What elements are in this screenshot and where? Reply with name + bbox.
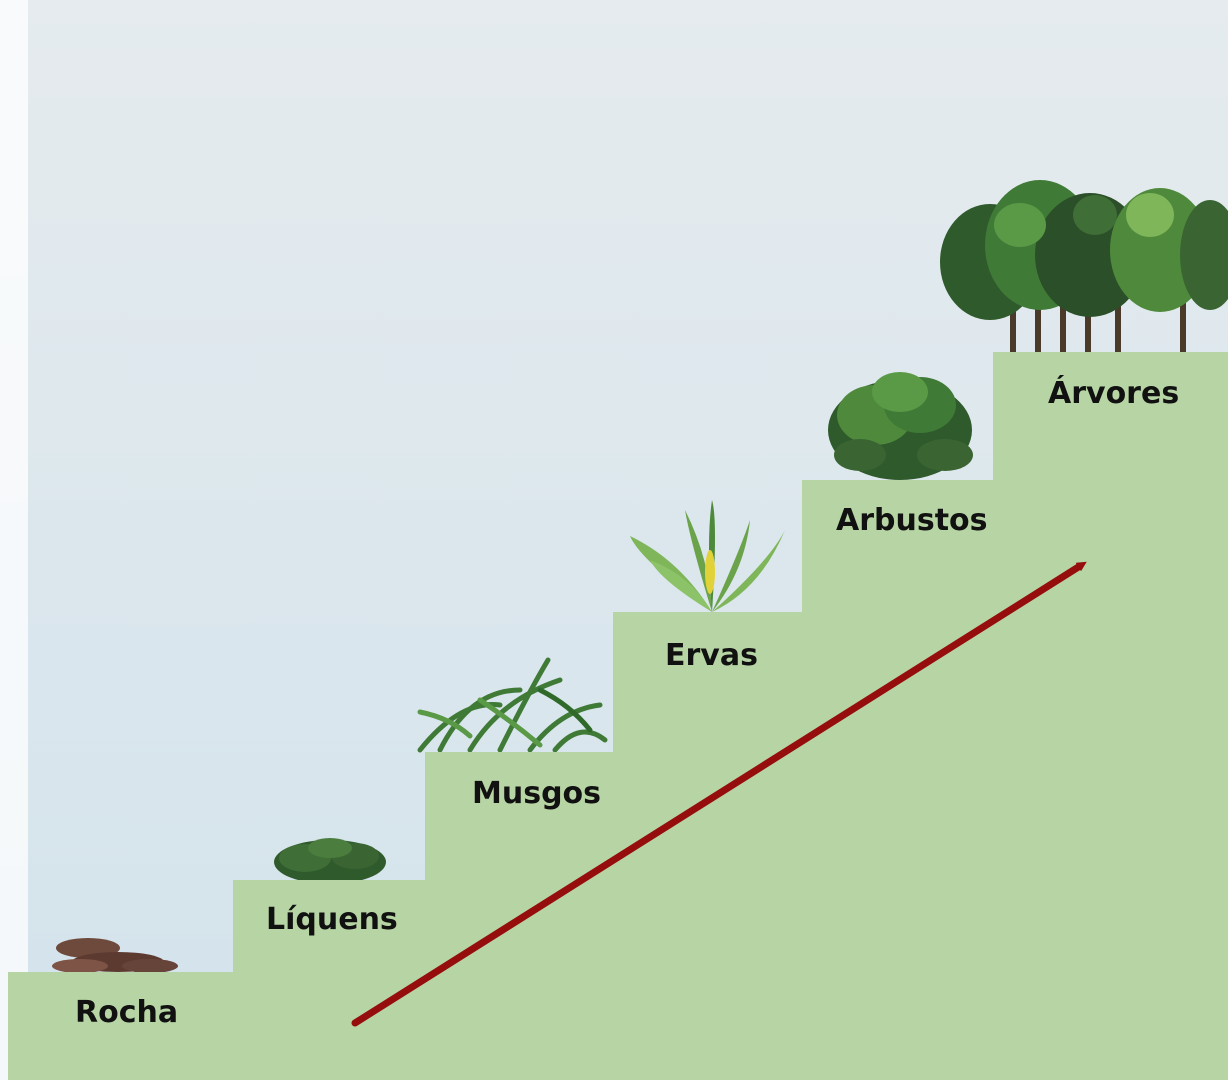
label-ervas: Ervas	[665, 638, 758, 673]
label-arbustos: Arbustos	[836, 503, 988, 538]
label-liquens: Líquens	[266, 902, 398, 937]
label-rocha: Rocha	[75, 995, 178, 1030]
label-arvores: Árvores	[1048, 376, 1179, 411]
label-musgos: Musgos	[472, 776, 601, 811]
left-margin	[0, 0, 28, 1080]
